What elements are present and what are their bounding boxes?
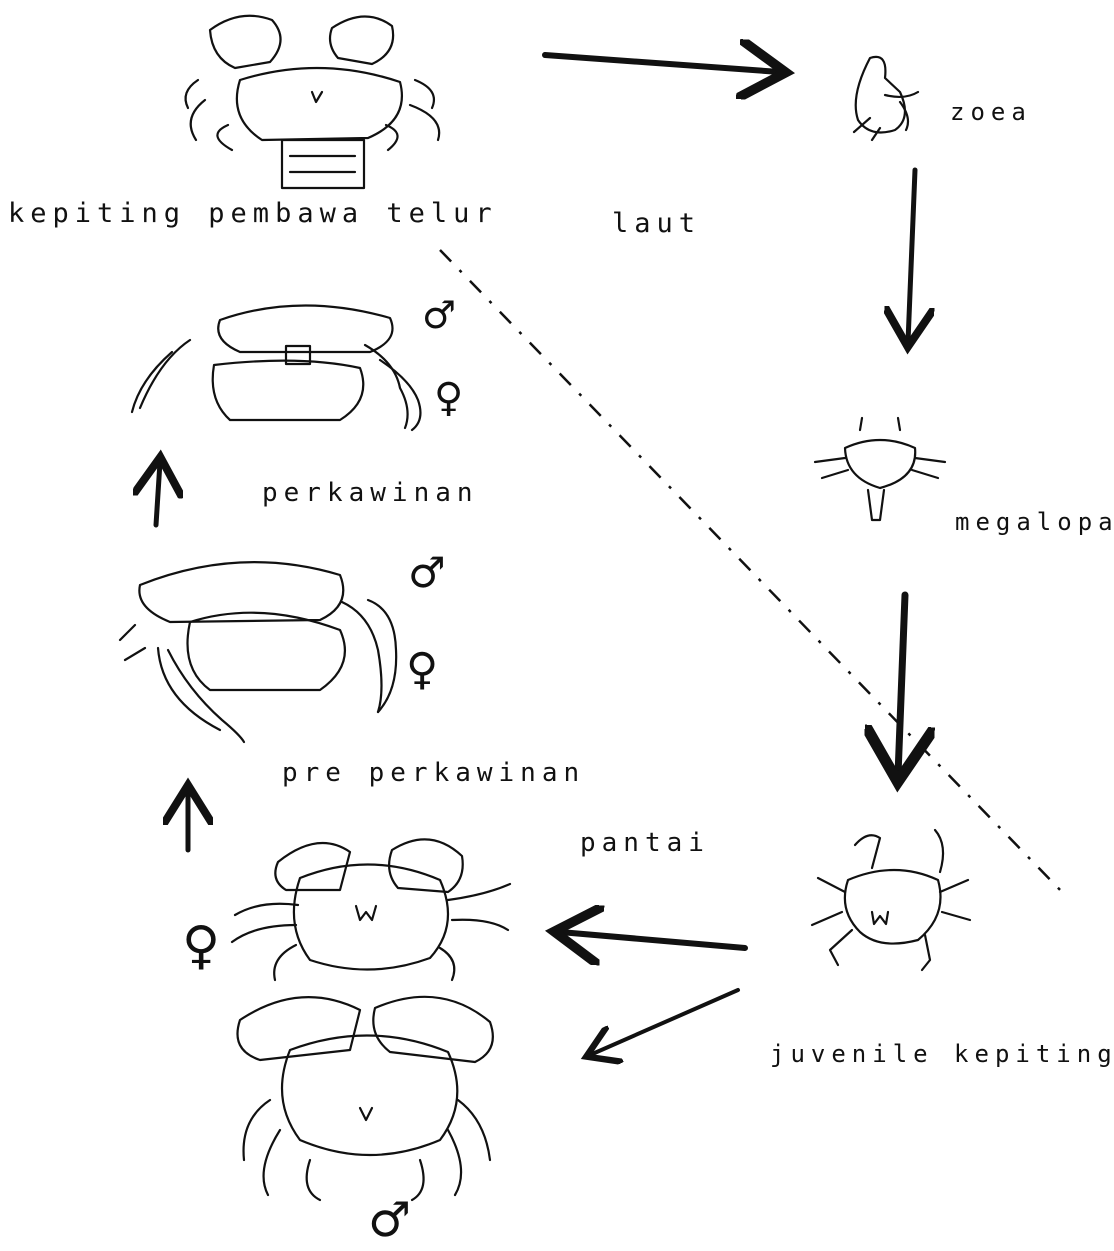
mating-crabs-icon	[132, 305, 420, 430]
juvenile-crab-icon	[812, 830, 970, 970]
male-symbol-icon: ♂	[368, 1196, 411, 1244]
male-adult-crab-icon	[238, 997, 493, 1200]
male-symbol-icon: ♂	[422, 296, 456, 334]
egg-bearing-crab-icon	[186, 16, 440, 188]
megalopa-larva-icon	[815, 418, 945, 520]
arrow-juvenile-to-male	[590, 990, 738, 1055]
arrow-zoea-to-megalopa	[908, 170, 915, 342]
label-juvenile: juvenile kepiting	[770, 1040, 1114, 1068]
female-symbol-icon: ♀	[182, 920, 220, 972]
pre-mating-crabs-icon	[120, 562, 396, 742]
zoea-larva-icon	[854, 57, 918, 140]
label-egg-crab: kepiting pembawa telur	[8, 198, 498, 229]
label-mating: perkawinan	[262, 478, 479, 508]
arrow-egg-crab-to-zoea	[545, 55, 780, 72]
label-sea: laut	[612, 208, 701, 239]
female-symbol-icon: ♀	[406, 648, 438, 692]
sea-coast-boundary	[440, 250, 1065, 895]
female-adult-crab-icon	[232, 839, 510, 980]
label-megalopa: megalopa	[955, 508, 1114, 536]
label-pre-mating: pre perkawinan	[282, 758, 585, 788]
label-zoea: zoea	[950, 98, 1032, 126]
label-coast: pantai	[580, 828, 710, 858]
arrow-pre-mating-to-mating	[156, 462, 160, 525]
male-symbol-icon: ♂	[408, 552, 446, 594]
arrow-juvenile-to-female	[560, 932, 745, 948]
female-symbol-icon: ♀	[434, 378, 463, 418]
arrow-megalopa-to-juvenile	[898, 595, 905, 775]
